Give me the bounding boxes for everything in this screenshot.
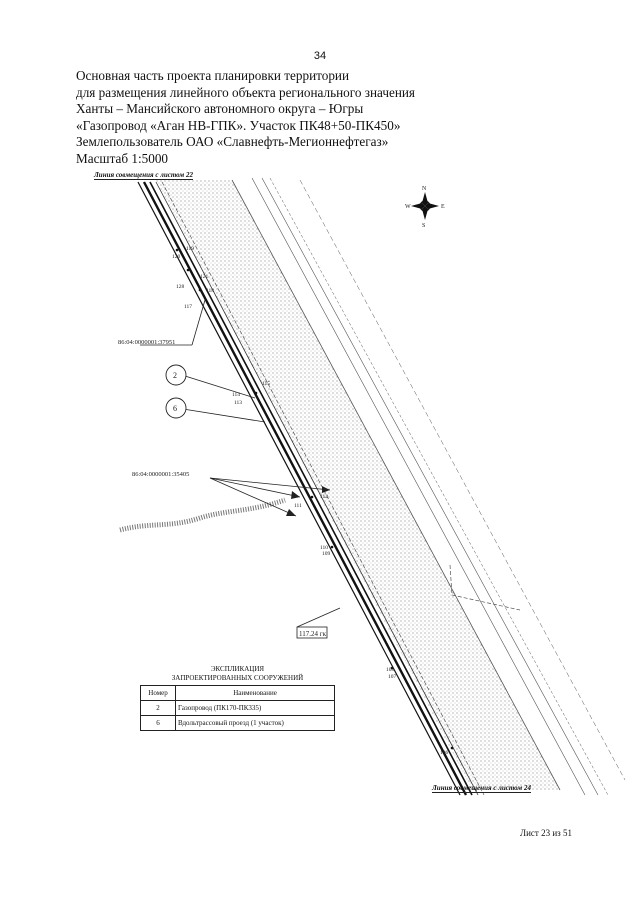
picket-box (296, 626, 328, 639)
point-label: 118 (206, 288, 214, 294)
cadastral-label: 86:04:0000001:35405 (132, 471, 189, 478)
column-header: Номер (140, 685, 176, 701)
title-line: Основная часть проекта планировки террит… (76, 68, 350, 83)
explication-table: ЭКСПЛИКАЦИЯ ЗАПРОЕКТИРОВАННЫХ СООРУЖЕНИЙ… (140, 665, 335, 731)
point-label: 117 (184, 304, 192, 310)
explication-title-line: ЗАПРОЕКТИРОВАННЫХ СООРУЖЕНИЙ (171, 674, 304, 682)
column-header: Наименование (175, 685, 335, 701)
pipeline-corridor (137, 181, 485, 796)
table-row: 2 Газопровод (ПК170-ПК335) (140, 700, 335, 716)
survey-points (175, 248, 454, 750)
point-label: 115 (262, 381, 270, 387)
point-label: 121 (200, 274, 209, 280)
row-name: Вдольтрассовый проезд (1 участок) (175, 715, 335, 731)
compass-s-label: S (422, 223, 425, 229)
point-label: 114 (232, 392, 240, 398)
stippled-area (156, 180, 560, 790)
point-label: 128 (176, 284, 185, 290)
picket-label: 117.24 гк (299, 630, 327, 638)
point-label: 112 (320, 494, 328, 500)
point-label: 107 (388, 674, 397, 680)
match-line-bottom: Линия совмещения с листом 24 (432, 784, 531, 793)
plot-outline (449, 564, 521, 611)
compass-w-label: W (405, 204, 411, 210)
compass-rose (411, 192, 439, 220)
leader-lines (140, 299, 331, 517)
row-name: Газопровод (ПК170-ПК335) (175, 700, 335, 716)
point-label: 109 (322, 551, 331, 557)
point-label: 108 (386, 667, 395, 673)
title-line: Землепользователь ОАО «Славнефть-Мегионн… (76, 134, 389, 150)
document-title: Основная часть проекта планировки террит… (76, 68, 546, 168)
point-label: 110 (320, 545, 328, 551)
point-label: 120 (172, 254, 181, 260)
cadastral-label: 86:04:0000001:37951 (118, 339, 175, 346)
table-header-row: Номер Наименование (140, 685, 335, 701)
stream (119, 497, 286, 533)
title-line: «Газопровод «Аган НВ-ГПК». Участок ПК48+… (76, 117, 401, 133)
explication-grid: Номер Наименование 2 Газопровод (ПК170-П… (140, 685, 335, 731)
point-label: 113 (234, 400, 242, 406)
point-label: 119 (186, 246, 194, 252)
title-line: Ханты – Мансийского автономного округа –… (76, 101, 364, 117)
explication-title-line: ЭКСПЛИКАЦИЯ (210, 665, 265, 673)
explication-title: ЭКСПЛИКАЦИЯ ЗАПРОЕКТИРОВАННЫХ СООРУЖЕНИЙ (140, 665, 335, 683)
row-number: 2 (140, 700, 176, 716)
callout-markers (165, 364, 187, 419)
sheet-number: Лист 23 из 51 (520, 828, 572, 838)
page-number: 34 (313, 50, 327, 62)
point-label: 111 (294, 503, 302, 509)
arrowheads (286, 486, 330, 516)
title-line: Масштаб 1:5000 (76, 150, 169, 166)
compass-e-label: E (441, 204, 445, 210)
row-number: 6 (140, 715, 176, 731)
compass-n-label: N (422, 186, 427, 192)
table-row: 6 Вдольтрассовый проезд (1 участок) (140, 715, 335, 731)
title-line: для размещения линейного объекта региона… (76, 84, 415, 100)
callout-number: 6 (173, 404, 177, 413)
callout-number: 2 (173, 371, 177, 380)
point-label: 106 (440, 750, 449, 756)
match-line-top: Линия совмещения с листом 22 (94, 171, 193, 180)
boundary-lines (231, 177, 626, 796)
